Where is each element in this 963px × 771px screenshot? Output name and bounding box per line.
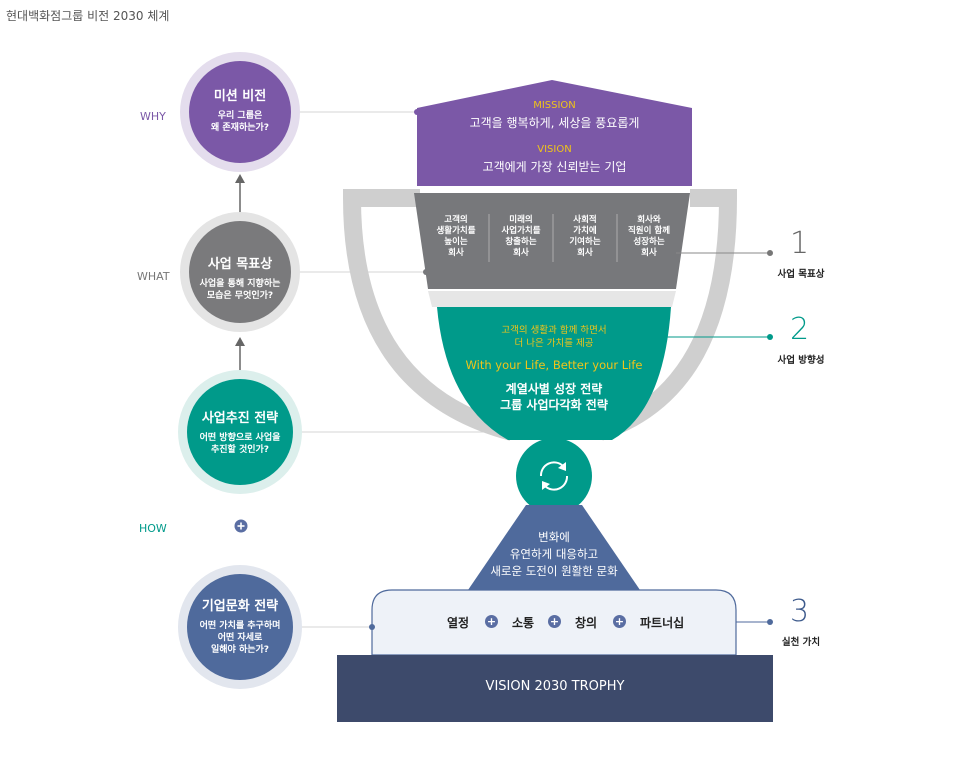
mission-label: MISSION xyxy=(533,100,576,111)
marker-label-2: 사업 방향성 xyxy=(777,355,825,366)
circle-strategy-text: 사업추진 전략 어떤 방향으로 사업을 추진할 것인가? xyxy=(185,410,295,456)
marker-number-1: 1 xyxy=(790,226,810,261)
plus-icon: + xyxy=(613,615,626,628)
why-label: WHY xyxy=(140,110,166,123)
strategy-2: 그룹 사업다각화 전략 xyxy=(500,398,608,412)
trophy-base-label: VISION 2030 TROPHY xyxy=(485,679,625,694)
culture-trapezoid xyxy=(468,505,640,590)
circle-mission-sub: 우리 그룹은 왜 존재하는가? xyxy=(210,111,270,133)
page-title: 현대백화점그룹 비전 2030 체계 xyxy=(6,9,170,23)
goals-band-shape xyxy=(414,193,690,289)
circle-mission xyxy=(189,61,291,163)
culture-line3: 새로운 도전이 원활한 문화 xyxy=(490,564,618,578)
circle-strategy-sub: 어떤 방향으로 사업을 추진할 것인가? xyxy=(199,433,281,455)
marker-dot-2 xyxy=(767,334,773,340)
circle-goal-title: 사업 목표상 xyxy=(207,257,273,272)
value-passion: 열정 xyxy=(447,616,470,630)
circle-strategy xyxy=(187,379,293,485)
circle-mission-text: 미션 비전 우리 그룹은 왜 존재하는가? xyxy=(185,88,295,134)
circle-strategy-title: 사업추진 전략 xyxy=(201,411,279,426)
plus-icon: + xyxy=(485,615,498,628)
goal-item-1: 고객의 생활가치를 높이는 회사 xyxy=(436,215,476,258)
circle-goal-sub: 사업을 통해 지향하는 모습은 무엇인가? xyxy=(199,279,281,301)
goal-item-2: 미래의 사업가치를 창출하는 회사 xyxy=(501,215,541,258)
circle-culture-title: 기업문화 전략 xyxy=(201,599,279,614)
mission-text: 고객을 행복하게, 세상을 풍요롭게 xyxy=(469,116,640,130)
goal-item-3: 사회적 가치에 기여하는 회사 xyxy=(569,215,601,258)
goal-item-4: 회사와 직원이 함께 성장하는 회사 xyxy=(627,215,671,258)
value-partnership: 파트너십 xyxy=(640,616,685,630)
direction-slogan: With your Life, Better your Life xyxy=(465,358,643,372)
culture-line2: 유연하게 대응하고 xyxy=(509,547,599,561)
circle-goal-text: 사업 목표상 사업을 통해 지향하는 모습은 무엇인가? xyxy=(185,256,295,302)
direction-block: 고객의 생활과 함께 하면서 더 나은 가치를 제공 With your Lif… xyxy=(437,324,671,413)
circle-goal xyxy=(189,221,291,323)
circle-culture-sub: 어떤 가치를 추구하며 어떤 자세로 일해야 하는가? xyxy=(199,621,281,655)
value-communication: 소통 xyxy=(512,616,535,630)
mission-banner-shape xyxy=(417,80,692,186)
strategy-1: 계열사별 성장 전략 xyxy=(505,382,603,396)
vision-text: 고객에게 가장 신뢰받는 기업 xyxy=(482,160,627,174)
value-creativity: 창의 xyxy=(575,616,598,630)
marker-number-3: 3 xyxy=(790,594,810,629)
refresh-circle xyxy=(516,438,592,514)
direction-cup-shape xyxy=(437,307,671,440)
marker-dot-1 xyxy=(767,250,773,256)
culture-statement: 변화에 유연하게 대응하고 새로운 도전이 원활한 문화 xyxy=(460,529,648,580)
circle-mission-title: 미션 비전 xyxy=(213,89,267,104)
how-label: HOW xyxy=(139,522,167,535)
trophy-base xyxy=(337,655,773,722)
plus-icon: + xyxy=(548,615,561,628)
mission-banner: MISSION 고객을 행복하게, 세상을 풍요롭게 VISION 고객에게 가… xyxy=(417,100,692,175)
trophy-left-handle xyxy=(342,189,515,441)
circle-culture xyxy=(187,574,293,680)
direction-line1: 고객의 생활과 함께 하면서 xyxy=(501,325,607,336)
marker-label-1: 사업 목표상 xyxy=(777,269,825,280)
refresh-icon xyxy=(539,461,569,491)
culture-line1: 변화에 xyxy=(538,530,570,544)
marker-number-2: 2 xyxy=(790,312,810,347)
vision-label: VISION xyxy=(537,144,572,155)
direction-line2: 더 나은 가치를 제공 xyxy=(514,338,594,349)
marker-dot-3 xyxy=(767,619,773,625)
marker-label-3: 실천 가치 xyxy=(781,637,821,648)
circle-culture-text: 기업문화 전략 어떤 가치를 추구하며 어떤 자세로 일해야 하는가? xyxy=(185,598,295,656)
what-label: WHAT xyxy=(137,270,170,283)
